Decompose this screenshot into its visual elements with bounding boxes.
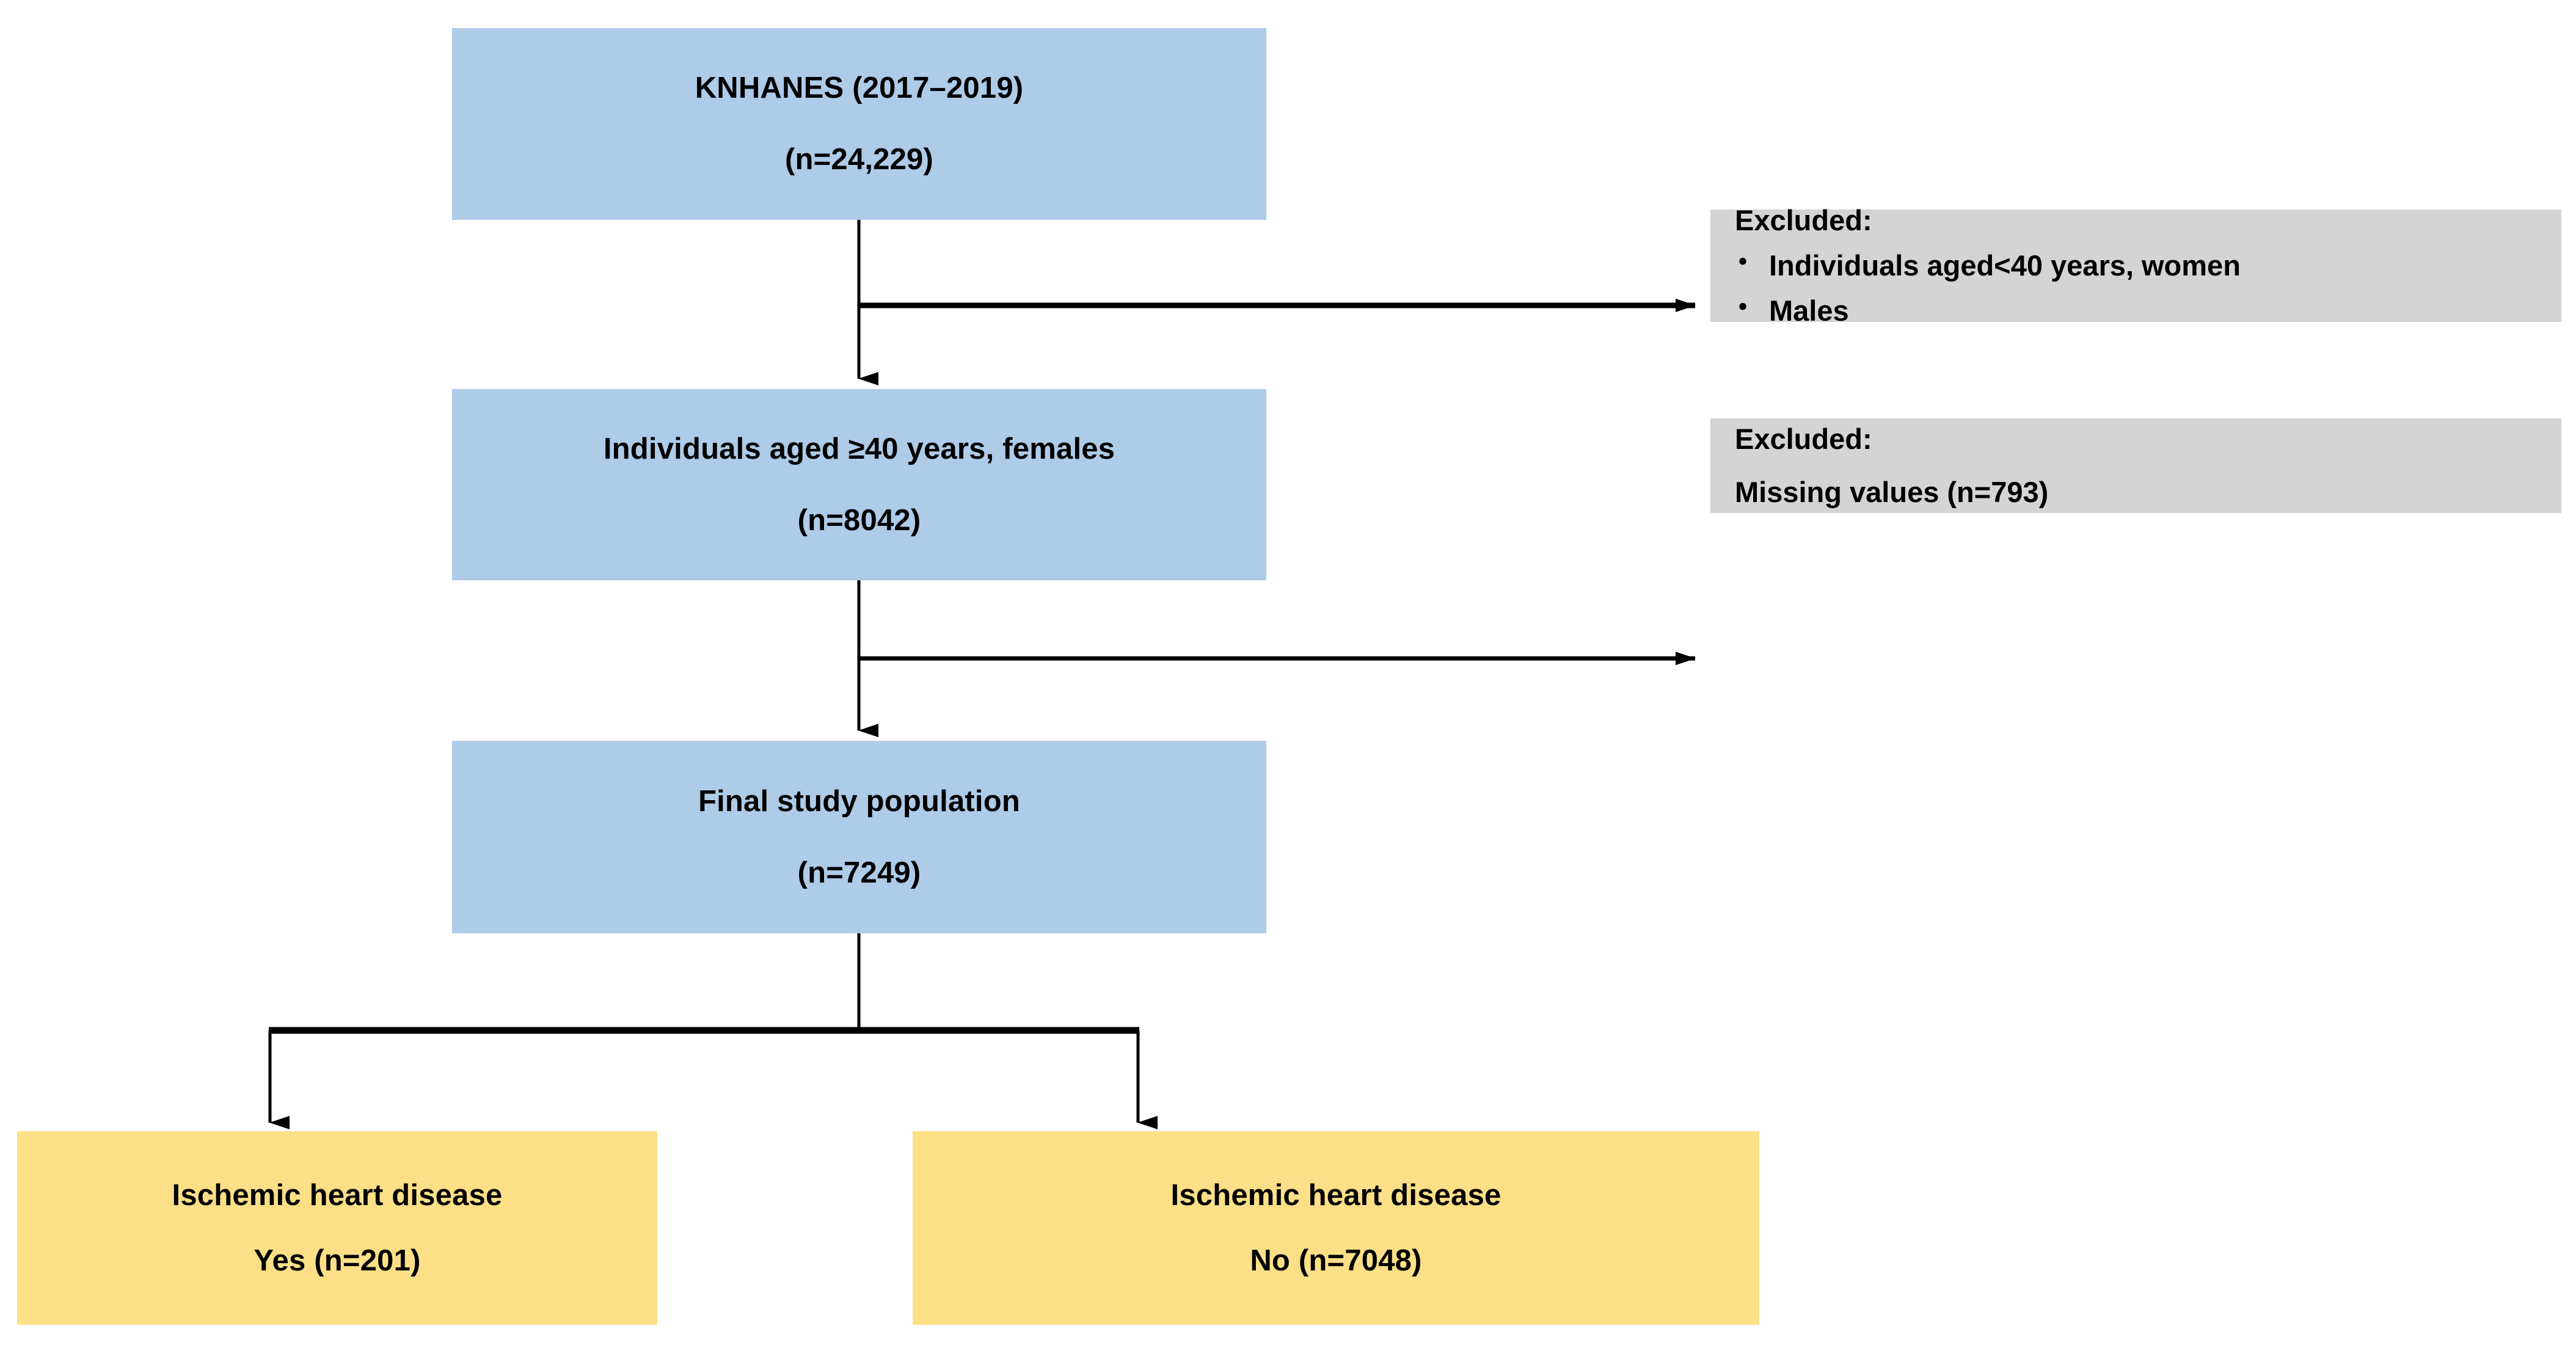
final-population-title: Final study population — [698, 784, 1021, 818]
eligible-population-title: Individuals aged ≥40 years, females — [603, 432, 1115, 465]
outcome-yes-title: Ischemic heart disease — [172, 1178, 503, 1212]
source-cohort-count: (n=24,229) — [784, 143, 934, 176]
excluded-1-list: Individuals aged<40 years, women Males — [1735, 239, 2241, 329]
eligible-population-count: (n=8042) — [797, 503, 921, 537]
node-excluded-criteria-1: Excluded: Individuals aged<40 years, wom… — [1710, 204, 2561, 327]
node-eligible-population: Individuals aged ≥40 years, females (n=8… — [452, 389, 1266, 580]
outcome-no-title: Ischemic heart disease — [1170, 1178, 1501, 1212]
node-excluded-criteria-2: Excluded: Missing values (n=793) — [1710, 418, 2561, 513]
excluded-1-item: Individuals aged<40 years, women — [1735, 246, 2241, 284]
excluded-1-title: Excluded: — [1735, 203, 1872, 236]
source-cohort-title: KNHANES (2017–2019) — [695, 71, 1024, 105]
outcome-yes-count: Yes (n=201) — [254, 1244, 421, 1277]
excluded-1-item: Males — [1735, 291, 2241, 329]
node-outcome-ihd-yes: Ischemic heart disease Yes (n=201) — [17, 1131, 657, 1325]
node-final-population: Final study population (n=7249) — [452, 741, 1266, 933]
final-population-count: (n=7249) — [797, 856, 921, 889]
excluded-2-title: Excluded: — [1735, 423, 1872, 456]
node-source-cohort: KNHANES (2017–2019) (n=24,229) — [452, 28, 1266, 220]
excluded-2-text: Missing values (n=793) — [1735, 475, 2049, 508]
node-outcome-ihd-no: Ischemic heart disease No (n=7048) — [913, 1131, 1759, 1325]
outcome-no-count: No (n=7048) — [1250, 1244, 1422, 1277]
